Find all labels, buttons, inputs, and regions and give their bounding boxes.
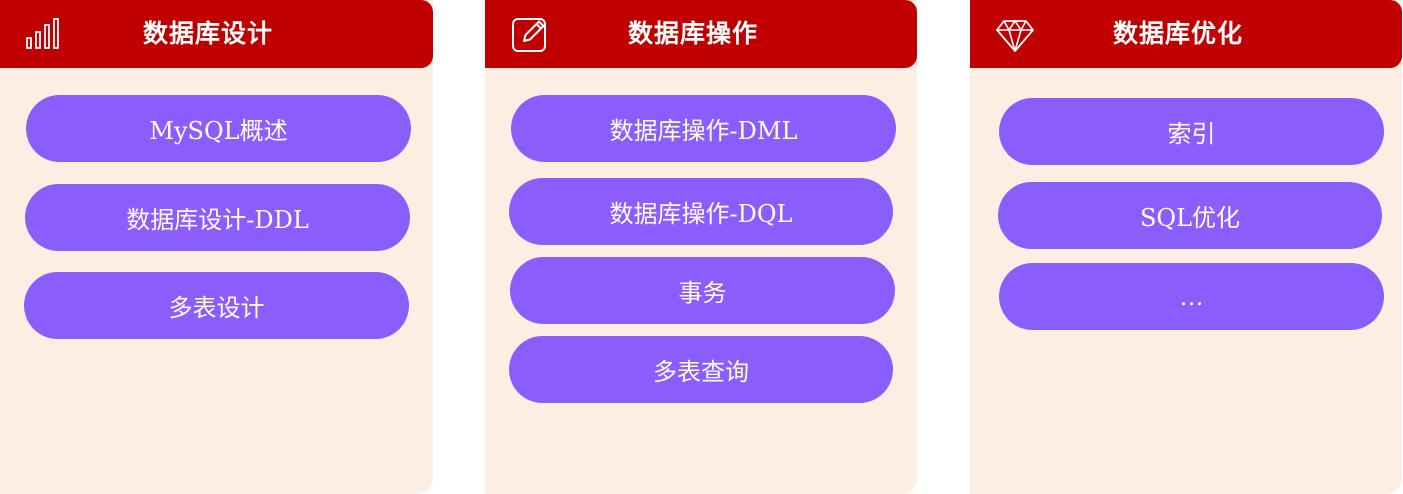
card-title: 数据库设计 — [143, 19, 274, 48]
diamond-icon — [995, 14, 1035, 54]
edit-icon — [510, 14, 550, 54]
card-database-design: 数据库设计 MySQL概述 数据库设计-DDL 多表设计 — [0, 0, 433, 494]
topic-sql-optimization[interactable]: SQL优化 — [998, 182, 1382, 249]
bar-chart-icon — [24, 14, 64, 54]
topic-dml[interactable]: 数据库操作-DML — [511, 95, 896, 162]
topic-dql[interactable]: 数据库操作-DQL — [509, 178, 893, 245]
topic-index[interactable]: 索引 — [999, 98, 1384, 165]
card-header: 数据库设计 — [0, 0, 433, 68]
card-header: 数据库优化 — [970, 0, 1402, 68]
card-title: 数据库优化 — [1113, 19, 1244, 48]
topic-mysql-overview[interactable]: MySQL概述 — [26, 95, 411, 162]
topic-more[interactable]: … — [999, 263, 1384, 330]
topic-multi-table-query[interactable]: 多表查询 — [509, 336, 893, 403]
topic-multi-table-design[interactable]: 多表设计 — [24, 272, 409, 339]
card-database-operations: 数据库操作 数据库操作-DML 数据库操作-DQL 事务 多表查询 — [485, 0, 917, 494]
card-header: 数据库操作 — [485, 0, 917, 68]
topic-transaction[interactable]: 事务 — [510, 257, 895, 324]
card-title: 数据库操作 — [628, 19, 759, 48]
topic-ddl[interactable]: 数据库设计-DDL — [25, 184, 410, 251]
card-database-optimization: 数据库优化 索引 SQL优化 … — [970, 0, 1402, 494]
